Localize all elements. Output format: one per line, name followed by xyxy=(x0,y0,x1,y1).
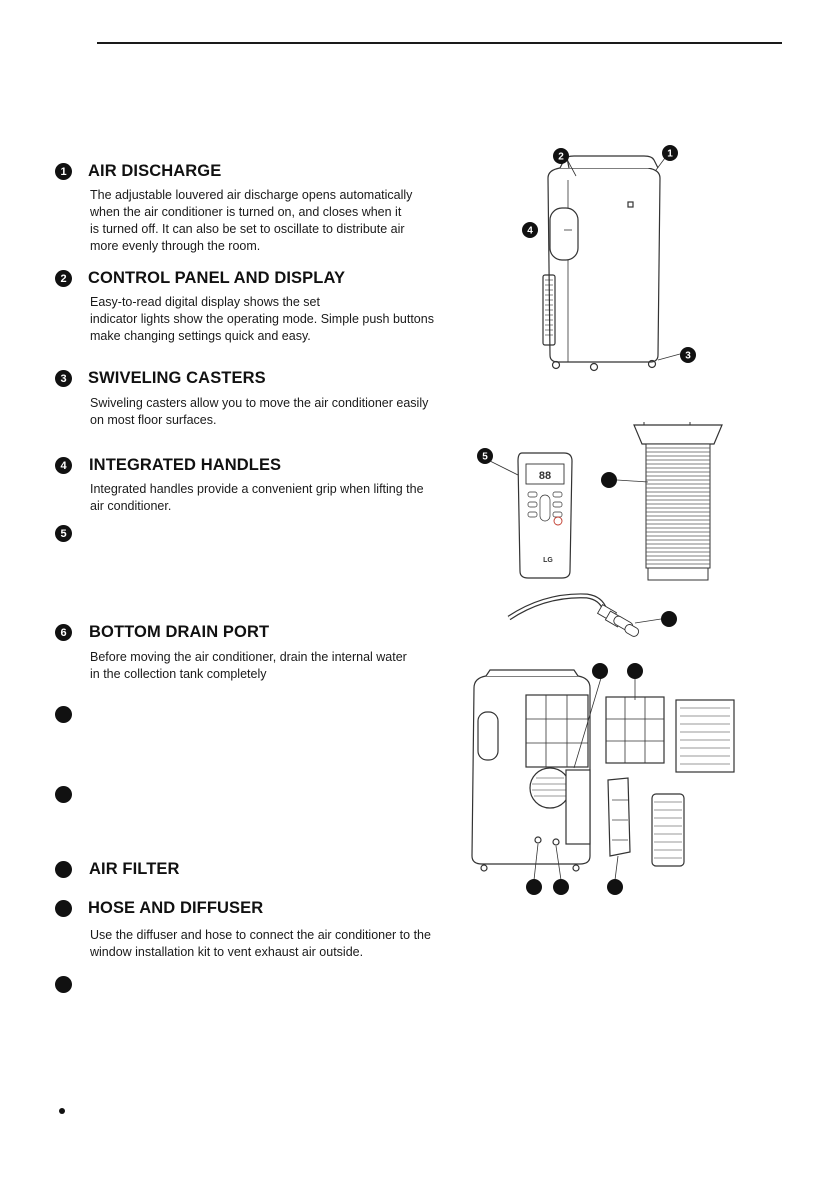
section-6-title: BOTTOM DRAIN PORT xyxy=(89,623,270,641)
section-2-body: Easy-to-read digital display shows the s… xyxy=(90,295,434,343)
section-10-badge xyxy=(55,900,72,917)
front-unit-illustration: 2 1 4 3 xyxy=(522,145,696,372)
section-4-body: Integrated handles provide a convenient … xyxy=(90,482,424,513)
section-4-badge: 4 xyxy=(55,457,72,474)
top-rule xyxy=(97,42,782,44)
section-3-title: SWIVELING CASTERS xyxy=(88,369,266,387)
svg-text:88: 88 xyxy=(539,470,551,482)
section-2-badge: 2 xyxy=(55,270,72,287)
section-4-title: INTEGRATED HANDLES xyxy=(89,456,282,474)
section-10-title: HOSE AND DIFFUSER xyxy=(88,899,264,917)
section-1-badge: 1 xyxy=(55,163,72,180)
section-6-body: Before moving the air conditioner, drain… xyxy=(90,650,407,681)
section-3-body: Swiveling casters allow you to move the … xyxy=(90,396,429,427)
section-3-badge: 3 xyxy=(55,370,72,387)
section-8-badge xyxy=(55,786,72,803)
section-9-title: AIR FILTER xyxy=(89,860,180,878)
footer-bullet xyxy=(59,1108,65,1114)
callout-1: 1 xyxy=(667,149,673,160)
remote-logo: LG xyxy=(543,557,553,564)
callout-4: 4 xyxy=(527,226,533,237)
section-2-title: CONTROL PANEL AND DISPLAY xyxy=(88,269,346,287)
section-1-title: AIR DISCHARGE xyxy=(88,162,222,180)
callout-5: 5 xyxy=(482,452,488,463)
drain-hose-illustration xyxy=(507,593,677,637)
section-7-badge xyxy=(55,706,72,723)
callout-3: 3 xyxy=(685,351,691,362)
section-11-badge xyxy=(55,976,72,993)
rear-unit-illustration xyxy=(471,663,735,895)
section-5-badge: 5 xyxy=(55,525,72,542)
section-1-body: The adjustable louvered air discharge op… xyxy=(90,188,413,253)
section-9-badge xyxy=(55,861,72,878)
window-kit-illustration xyxy=(601,422,723,581)
callout-2: 2 xyxy=(558,152,564,163)
section-6-badge: 6 xyxy=(55,624,72,641)
remote-control-illustration: 5 88 LG xyxy=(477,448,573,579)
section-10-body: Use the diffuser and hose to connect the… xyxy=(90,928,431,959)
